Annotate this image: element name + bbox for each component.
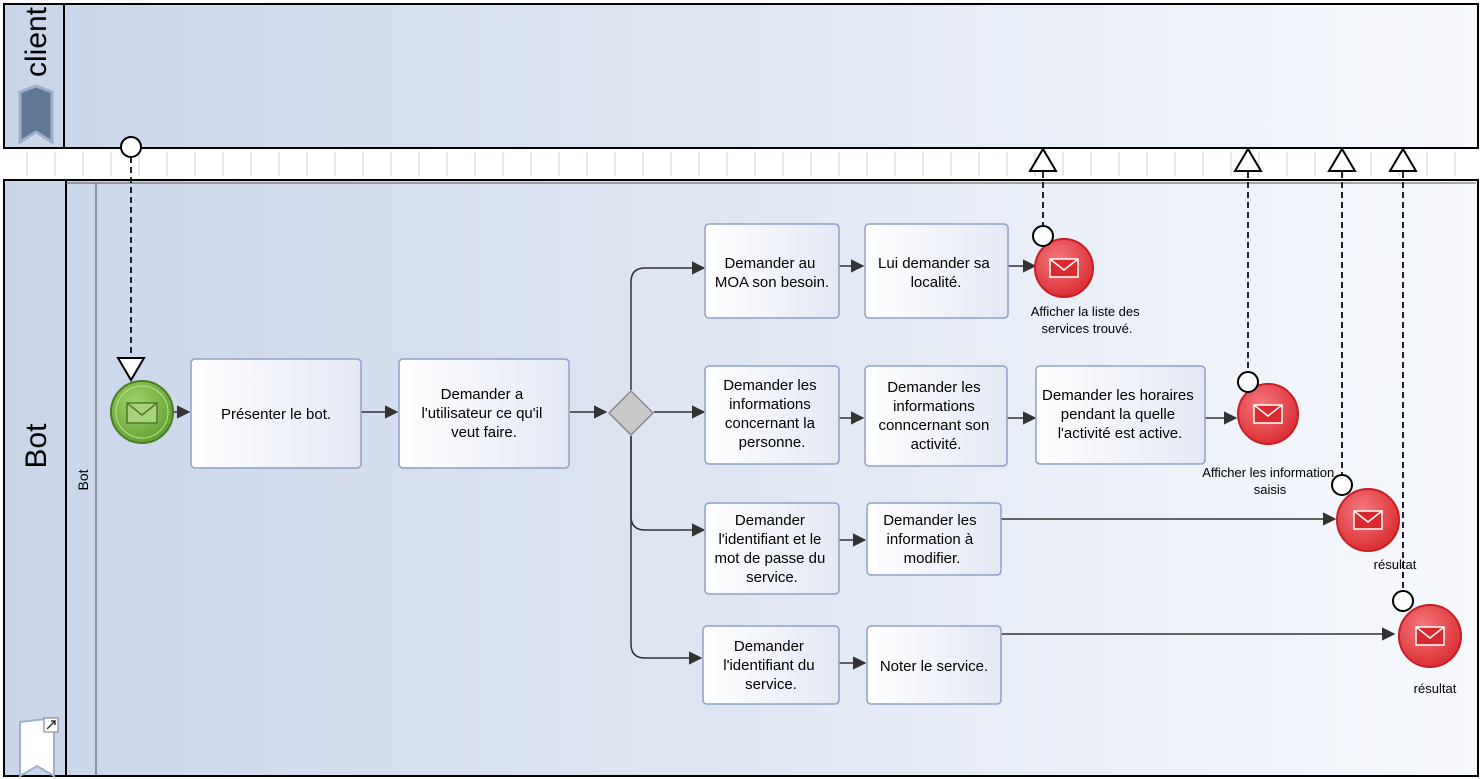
svg-text:Présenter le bot.: Présenter le bot. — [221, 406, 331, 423]
task-label-line: conncernant son — [878, 417, 989, 434]
task-label-line: l'identifiant du — [723, 657, 814, 674]
svg-text:Demander a l'utilisateur: Demander a l'utilisateur ce qu'il veut f… — [422, 386, 547, 441]
envelope-icon — [1353, 510, 1383, 530]
message-start-event[interactable] — [110, 380, 174, 444]
message-end-event-4[interactable]: résultat — [1398, 604, 1462, 696]
task-label-line: Demander les — [883, 512, 976, 529]
message-flow-source — [1237, 371, 1259, 393]
sequence-flows — [174, 259, 1396, 670]
task-identifiant-service[interactable]: Demander l'identifiant du service. — [702, 625, 840, 705]
svg-text:Demander l'identifiant e: Demander l'identifiant et le mot de pass… — [714, 512, 829, 586]
event-label-line: résultat — [1414, 681, 1457, 696]
task-label-line: MOA son besoin. — [715, 274, 829, 291]
task-label-line: concernant la — [725, 415, 816, 432]
task-label-line: modifier. — [904, 550, 961, 567]
svg-text:Demander au MOA son beso: Demander au MOA son besoin. — [715, 255, 829, 291]
task-identifiant-mdp[interactable]: Demander l'identifiant et le mot de pass… — [704, 502, 840, 595]
task-label-line: informations — [893, 398, 975, 415]
svg-text:résultat: résultat — [1414, 681, 1457, 696]
task-label-line: Demander les — [887, 379, 980, 396]
message-end-event-2[interactable]: Afficher les information saisis — [1202, 383, 1338, 497]
exclusive-gateway[interactable] — [607, 389, 655, 437]
task-localite[interactable]: Lui demander sa localité. — [864, 223, 1009, 319]
task-label-line: Noter le service. — [880, 658, 988, 675]
envelope-icon — [1415, 626, 1445, 646]
message-flow-source — [1032, 225, 1054, 247]
task-info-activite[interactable]: Demander les informations conncernant so… — [864, 365, 1008, 467]
svg-text:Demander les information: Demander les informations concernant la … — [723, 377, 821, 451]
pool-bot-title: Bot — [20, 423, 53, 469]
task-demander-utilisateur[interactable]: Demander a l'utilisateur ce qu'il veut f… — [398, 358, 570, 469]
task-label-line: Demander les horaires — [1042, 387, 1194, 404]
event-label-line: résultat — [1374, 557, 1417, 572]
event-label-line: Afficher la liste des — [1031, 304, 1140, 319]
svg-text:Lui demander sa localité: Lui demander sa localité. — [878, 255, 994, 291]
task-label-line: l'identifiant et le — [718, 531, 821, 548]
task-label-line: Demander — [734, 638, 804, 655]
task-info-personne[interactable]: Demander les informations concernant la … — [704, 365, 840, 465]
task-label-line: information à — [887, 531, 974, 548]
message-flow-source — [1331, 474, 1353, 496]
svg-text:Afficher la liste des se: Afficher la liste des services trouvé. — [1031, 304, 1144, 336]
event-label-line: services trouvé. — [1041, 321, 1132, 336]
svg-text:Demander les horaires pe: Demander les horaires pendant la quelle … — [1042, 387, 1198, 442]
envelope-icon — [126, 402, 158, 424]
message-flows — [130, 157, 1404, 590]
task-moa-besoin[interactable]: Demander au MOA son besoin. — [704, 223, 840, 319]
event-label-line: saisis — [1254, 482, 1287, 497]
task-label-line: Demander les — [723, 377, 816, 394]
message-end-event-1[interactable]: Afficher la liste des services trouvé. — [1031, 238, 1144, 336]
event-label-line: Afficher les information — [1202, 465, 1334, 480]
task-label-line: Lui demander sa — [878, 255, 990, 272]
svg-text:Afficher les information: Afficher les information saisis — [1202, 465, 1338, 497]
task-info-modifier[interactable]: Demander les information à modifier. — [866, 502, 1002, 576]
task-label-line: service. — [745, 676, 797, 693]
task-presenter-bot[interactable]: Présenter le bot. — [190, 358, 362, 469]
envelope-icon — [1049, 258, 1079, 278]
message-flow-arrowhead — [1388, 147, 1418, 172]
task-label-line: Présenter le bot. — [221, 406, 331, 423]
task-label-line: localité. — [911, 274, 962, 291]
task-noter-service[interactable]: Noter le service. — [866, 625, 1002, 705]
task-label-line: l'utilisateur ce qu'il — [422, 405, 543, 422]
svg-text:résultat: résultat — [1374, 557, 1417, 572]
lane-bot-title: Bot — [75, 469, 91, 490]
task-label-line: activité. — [911, 436, 962, 453]
task-label-line: mot de passe du — [714, 550, 825, 567]
pool-doc-icon — [19, 716, 59, 778]
svg-text:Noter le service.: Noter le service. — [880, 658, 988, 675]
task-label-line: Demander a — [441, 386, 524, 403]
message-flow-source — [120, 136, 142, 158]
svg-text:Demander les information: Demander les information à modifier. — [883, 512, 981, 567]
task-label-line: informations — [729, 396, 811, 413]
svg-text:Demander l'identifiant d: Demander l'identifiant du service. — [723, 638, 818, 693]
task-label-line: veut faire. — [451, 424, 517, 441]
task-horaires[interactable]: Demander les horaires pendant la quelle … — [1035, 365, 1206, 465]
message-end-event-3[interactable]: résultat — [1336, 488, 1417, 572]
task-label-line: pendant la quelle — [1061, 406, 1175, 423]
task-label-line: service. — [746, 569, 798, 586]
task-label-line: Demander — [735, 512, 805, 529]
task-label-line: Demander au — [724, 255, 815, 272]
message-flow-source — [1392, 590, 1414, 612]
svg-text:Demander les information: Demander les informations conncernant so… — [878, 379, 993, 453]
message-flow-arrowhead — [1028, 147, 1058, 172]
pool-client-title: client — [20, 6, 53, 77]
task-label-line: l'activité est active. — [1058, 425, 1183, 442]
envelope-icon — [1253, 404, 1283, 424]
collapsed-pool-icon — [18, 84, 54, 145]
message-flow-arrowhead — [116, 357, 146, 382]
task-label-line: personne. — [739, 434, 806, 451]
message-flow-arrowhead — [1233, 147, 1263, 172]
pool-client[interactable]: client — [3, 3, 1479, 149]
message-flow-arrowhead — [1327, 147, 1357, 172]
